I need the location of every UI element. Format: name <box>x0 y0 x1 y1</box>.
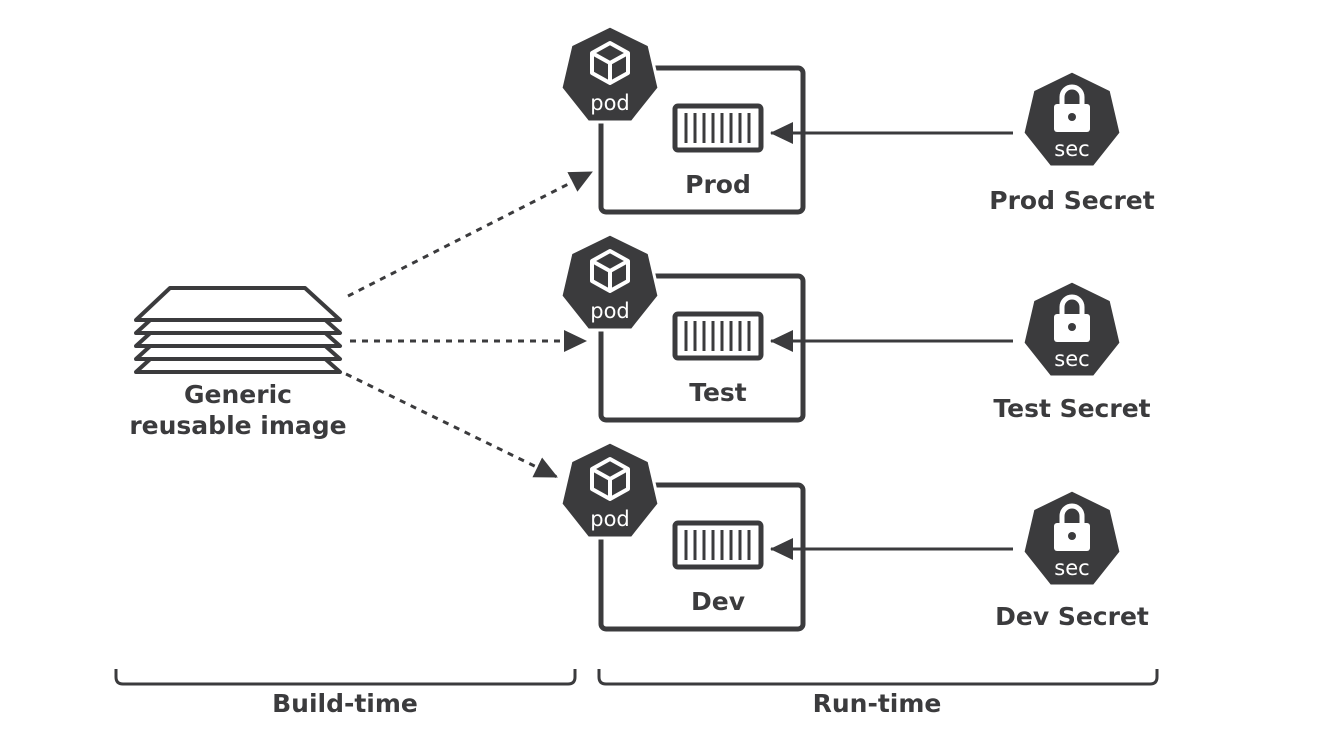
phase-bracket-build: Build-time <box>114 669 577 718</box>
lock-icon <box>1054 294 1090 342</box>
deploy-arrows <box>345 170 593 479</box>
pod-badge-text: pod <box>590 91 630 115</box>
image-label-line-1: Generic <box>184 380 292 409</box>
pod-badge: pod <box>559 440 661 540</box>
secret-label: Prod Secret <box>989 186 1154 215</box>
pod-badge: pod <box>559 24 661 124</box>
lock-icon <box>1054 84 1090 132</box>
cube-icon <box>590 249 630 293</box>
deploy-arrow-prod <box>347 170 593 298</box>
layers-icon <box>134 286 342 374</box>
secret-badge: sec <box>1021 279 1123 379</box>
pod-badge-text: pod <box>590 507 630 531</box>
image-label-line-2: reusable image <box>129 411 346 440</box>
secret-badge-text: sec <box>1054 556 1089 580</box>
lock-icon <box>1054 503 1090 551</box>
secret-badge-text: sec <box>1054 137 1089 161</box>
phase-bracket-run: Run-time <box>597 669 1159 718</box>
container-icon <box>672 520 764 570</box>
phase-label-run: Run-time <box>813 689 942 718</box>
secret-label: Dev Secret <box>995 602 1149 631</box>
cube-icon <box>590 457 630 501</box>
secret-label: Test Secret <box>993 394 1150 423</box>
deploy-arrow-dev <box>345 372 558 479</box>
secret-badge: sec <box>1021 488 1123 588</box>
container-icon <box>672 311 764 361</box>
environment-test: Test pod sec Test Secret <box>559 232 1151 423</box>
cube-icon <box>590 41 630 85</box>
environment-prod: Prod pod sec Prod Secret <box>559 24 1155 215</box>
secret-badge-text: sec <box>1054 347 1089 371</box>
environment-label: Prod <box>685 170 751 199</box>
phase-label-build: Build-time <box>272 689 418 718</box>
secret-badge: sec <box>1021 69 1123 169</box>
pod-badge: pod <box>559 232 661 332</box>
environment-label: Dev <box>691 587 745 616</box>
environment-label: Test <box>689 378 747 407</box>
environment-dev: Dev pod sec Dev Secret <box>559 440 1149 632</box>
pod-badge-text: pod <box>590 299 630 323</box>
container-icon <box>672 103 764 153</box>
